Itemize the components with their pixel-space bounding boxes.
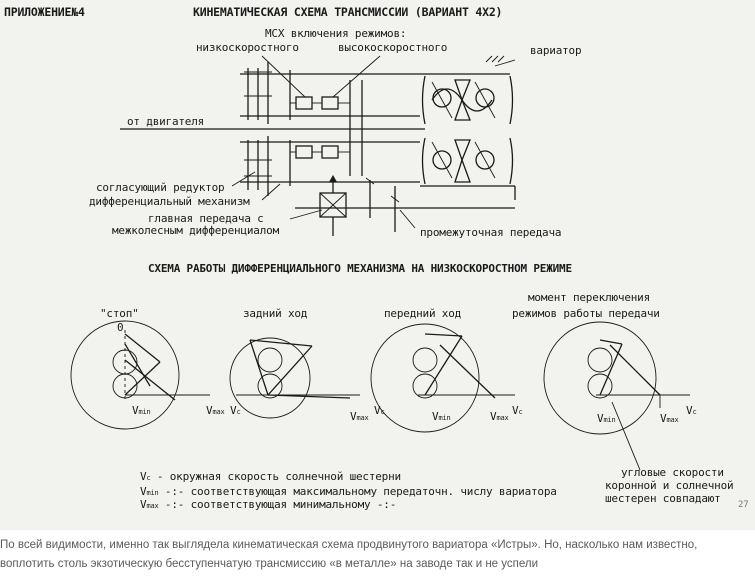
label-vmax-3: Vmax [490,410,509,423]
legend-line-2: Vmin -:- соответствующая максимальному п… [140,485,557,498]
label-matching-reducer: согласующий редуктор [96,181,225,194]
image-caption: По всей видимости, именно так выглядела … [0,536,750,574]
appendix-label: ПРИЛОЖЕНИЕ№4 [4,5,85,19]
label-vmin-1: Vmin [132,404,151,417]
label-from-engine: от двигателя [127,115,205,128]
label-forward: передний ход [384,307,462,320]
label-vmax-1: Vmax [206,404,225,417]
label-low-speed: низкоскоростного [196,41,299,54]
label-stop: "стоп" [100,307,139,320]
label-switch-1: момент переключения [528,291,651,304]
page-title: КИНЕМАТИЧЕСКАЯ СХЕМА ТРАНСМИССИИ (ВАРИАН… [193,5,503,19]
label-angular-2: коронной и солнечной [605,479,734,492]
label-high-speed: высокоскоростного [338,41,448,54]
label-diff-mechanism: дифференциальный механизм [89,195,250,208]
variator-upper [421,75,514,125]
diagram-stop [70,320,210,430]
label-vmin-4: Vmin [597,412,616,425]
label-vmin-3: Vmin [432,410,451,423]
label-vc-4: Vc [686,404,697,417]
diagram-switch [543,321,690,471]
diagram-reverse [229,337,360,419]
label-angular-3: шестерен совпадают [605,492,721,505]
page-number: 27 [738,500,749,510]
legend-line-1: Vc - окружная скорость солнечной шестерн… [140,470,401,483]
label-zero: 0 [117,321,124,334]
low-speed-clutch [295,96,313,110]
label-vc-3: Vc [512,404,523,417]
label-vc-1: Vc [230,404,241,417]
diagram-forward [370,323,515,433]
caption-line-1: По всей видимости, именно так выглядела … [0,539,698,551]
label-variator: вариатор [530,44,582,57]
label-msx: МСХ включения режимов: [265,27,407,40]
label-angular-1: угловые скорости [621,466,724,479]
label-vmax-2: Vmax [350,410,369,423]
scheme-title: СХЕМА РАБОТЫ ДИФФЕРЕНЦИАЛЬНОГО МЕХАНИЗМА… [148,262,572,275]
scanned-document: ПРИЛОЖЕНИЕ№4 КИНЕМАТИЧЕСКАЯ СХЕМА ТРАНСМ… [0,0,755,530]
label-reverse: задний ход [243,307,308,320]
variator-lower [421,137,514,185]
caption-line-2: воплотить столь экзотическую бесступенча… [0,558,539,570]
label-intermediate-gear: промежуточная передача [420,226,562,239]
label-vc-2: Vc [374,404,385,417]
label-vmax-4: Vmax [660,412,679,425]
label-main-gear-2: межколесным дифференциалом [112,224,279,237]
high-speed-clutch [321,96,339,110]
label-main-gear-1: главная передача с [148,212,264,225]
label-switch-2: режимов работы передачи [512,307,660,320]
kinematic-drawing [70,55,690,471]
legend-line-3: Vmax -:- соответствующая минимальному -:… [140,498,397,511]
